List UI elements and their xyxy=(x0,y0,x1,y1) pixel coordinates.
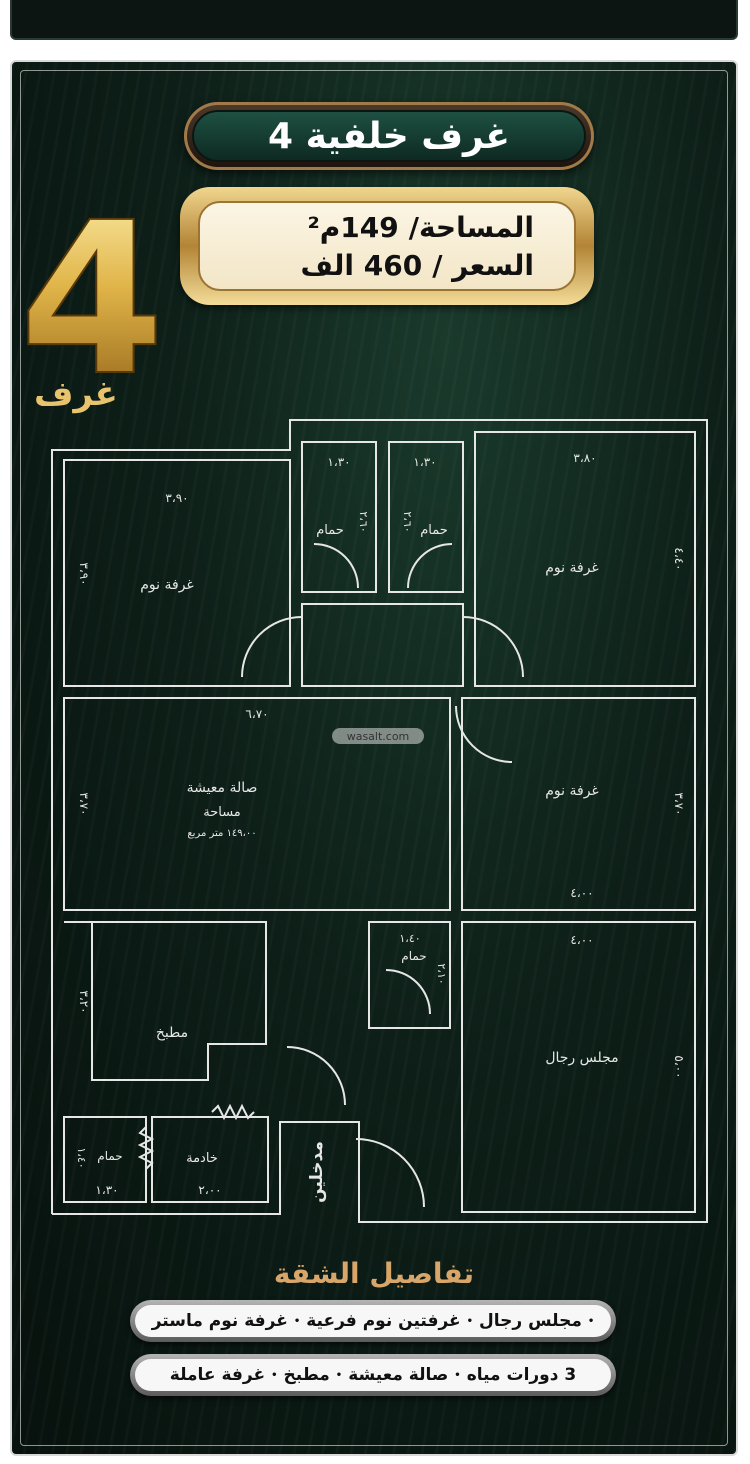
door-arc-3 xyxy=(313,543,359,589)
door-arc-5 xyxy=(455,705,513,763)
dim-kitchen-height: ٣،٢٠ xyxy=(77,990,91,1013)
feature-item: صالة معيشة xyxy=(348,1365,449,1385)
kitchen-label: مطبخ xyxy=(156,1025,188,1041)
header-title: 4 غرف خلفية xyxy=(267,115,510,157)
dim-majlis-width: ٤،٠٠ xyxy=(570,933,593,947)
bath-3-wall xyxy=(368,921,451,1029)
feature-item: مطبخ xyxy=(283,1365,330,1385)
bedroom-3-wall xyxy=(461,697,696,911)
area-value: ١٤٩،٠٠ متر مربع xyxy=(187,828,256,839)
area-caption: مساحة xyxy=(203,805,241,820)
bath-2-label: حمام xyxy=(420,523,448,538)
dim-bath-4-width: ١،٣٠ xyxy=(95,1183,118,1197)
rooms-badge-digit: 4 xyxy=(22,182,162,392)
price-label: السعر / xyxy=(432,249,534,282)
bedroom-2-label: غرفة نوم xyxy=(545,560,599,576)
dim-bath-4-height: ١،٤٠ xyxy=(75,1147,88,1168)
living-wall xyxy=(63,697,451,911)
door-arc-6 xyxy=(286,1046,346,1106)
feature-item: غرفتين نوم فرعية xyxy=(306,1311,461,1331)
dim-living-width: ٦،٧٠ xyxy=(245,707,268,721)
bath-zigzag xyxy=(137,1126,155,1170)
bedroom-1-wall xyxy=(63,459,291,687)
listing-panel: غرفة نوم حمام حمام غرفة نوم صالة معيشة م… xyxy=(10,60,738,1456)
outer-wall xyxy=(51,419,708,1223)
rooms-badge-label: غرف xyxy=(34,374,118,414)
kitchen-wall xyxy=(64,921,267,1081)
dim-majlis-height: ٥،٠٠ xyxy=(672,1055,686,1078)
area-row: المساحة/ 149م² xyxy=(234,211,534,244)
rooms-badge-number: 4 xyxy=(18,176,166,423)
bath-3-label: حمام xyxy=(401,949,426,963)
dim-bath-1-height: ٢،٦٠ xyxy=(357,511,370,532)
dim-bath-2-width: ١،٣٠ xyxy=(413,455,436,469)
price-row: السعر / 460 الف xyxy=(234,249,534,282)
details-title: تفاصيل الشقة xyxy=(273,1257,475,1290)
dim-bedroom-2-height: ٤،٤٠ xyxy=(672,547,686,570)
maid-wall xyxy=(151,1116,269,1203)
floor-plan: غرفة نوم حمام حمام غرفة نوم صالة معيشة م… xyxy=(51,419,708,1223)
maid-zigzag xyxy=(211,1103,255,1121)
dim-bath-3-width: ١،٤٠ xyxy=(399,932,420,945)
bullet: • xyxy=(587,1315,595,1327)
bath-4-label: حمام xyxy=(97,1149,122,1163)
bedroom-2-wall xyxy=(474,431,696,687)
bullet: • xyxy=(271,1369,278,1381)
door-arc-8 xyxy=(385,969,431,1015)
dim-bedroom-3-width: ٤،٠٠ xyxy=(570,886,593,900)
area-label: المساحة/ xyxy=(408,211,534,244)
price-value: 460 الف xyxy=(300,249,423,282)
bullet: • xyxy=(335,1369,343,1381)
area-value: 149م² xyxy=(307,211,399,244)
feature-item: غرفة عاملة xyxy=(169,1365,266,1385)
dim-bath-2-height: ٢،٦٠ xyxy=(401,511,414,532)
bullet: • xyxy=(466,1315,474,1327)
maid-label: خادمة xyxy=(186,1151,218,1166)
dim-bedroom-3-height: ٣،٧٠ xyxy=(672,792,686,815)
door-arc-7 xyxy=(355,1138,425,1208)
watermark: wasalt.com xyxy=(332,728,424,744)
entrance-label: مدخلين xyxy=(307,1141,327,1203)
dim-bedroom-2-width: ٣،٨٠ xyxy=(573,451,596,465)
living-label: صالة معيشة xyxy=(187,780,258,796)
bullet: • xyxy=(293,1315,301,1327)
door-arc-1 xyxy=(241,616,303,678)
bedroom-3-label: غرفة نوم xyxy=(545,783,599,799)
dim-living-height: ٣،٧٠ xyxy=(77,792,91,815)
dim-bath-1-width: ١،٣٠ xyxy=(327,455,350,469)
features-line-2: 3 دورات مياه • صالة معيشة • مطبخ • غرفة … xyxy=(130,1354,616,1396)
majlis-label: مجلس رجال xyxy=(545,1050,618,1066)
bath-1-label: حمام xyxy=(316,523,344,538)
feature-item: مجلس رجال xyxy=(479,1311,582,1331)
corridor-wall xyxy=(301,603,464,687)
header-pill: 4 غرف خلفية xyxy=(184,102,594,170)
bath-1-wall xyxy=(301,441,377,593)
bullet: • xyxy=(454,1369,461,1381)
door-arc-2 xyxy=(462,616,524,678)
feature-item: غرفة نوم ماستر xyxy=(151,1311,288,1331)
bath-2-wall xyxy=(388,441,464,593)
dim-bedroom-1-width: ٣،٩٠ xyxy=(165,491,188,505)
door-arc-4 xyxy=(407,543,453,589)
bedroom-1-label: غرفة نوم xyxy=(140,577,194,593)
features-line-1: • مجلس رجال • غرفتين نوم فرعية • غرفة نو… xyxy=(130,1300,616,1342)
info-plate: المساحة/ 149م² السعر / 460 الف xyxy=(180,187,594,305)
dim-bedroom-1-height: ٣،٩٠ xyxy=(77,562,91,585)
dim-maid-width: ٢،٠٠ xyxy=(198,1183,221,1197)
feature-item: 3 دورات مياه xyxy=(466,1365,577,1385)
majlis-wall xyxy=(461,921,696,1213)
dim-bath-3-height: ٢،١٠ xyxy=(435,963,448,984)
top-bar xyxy=(10,0,738,40)
